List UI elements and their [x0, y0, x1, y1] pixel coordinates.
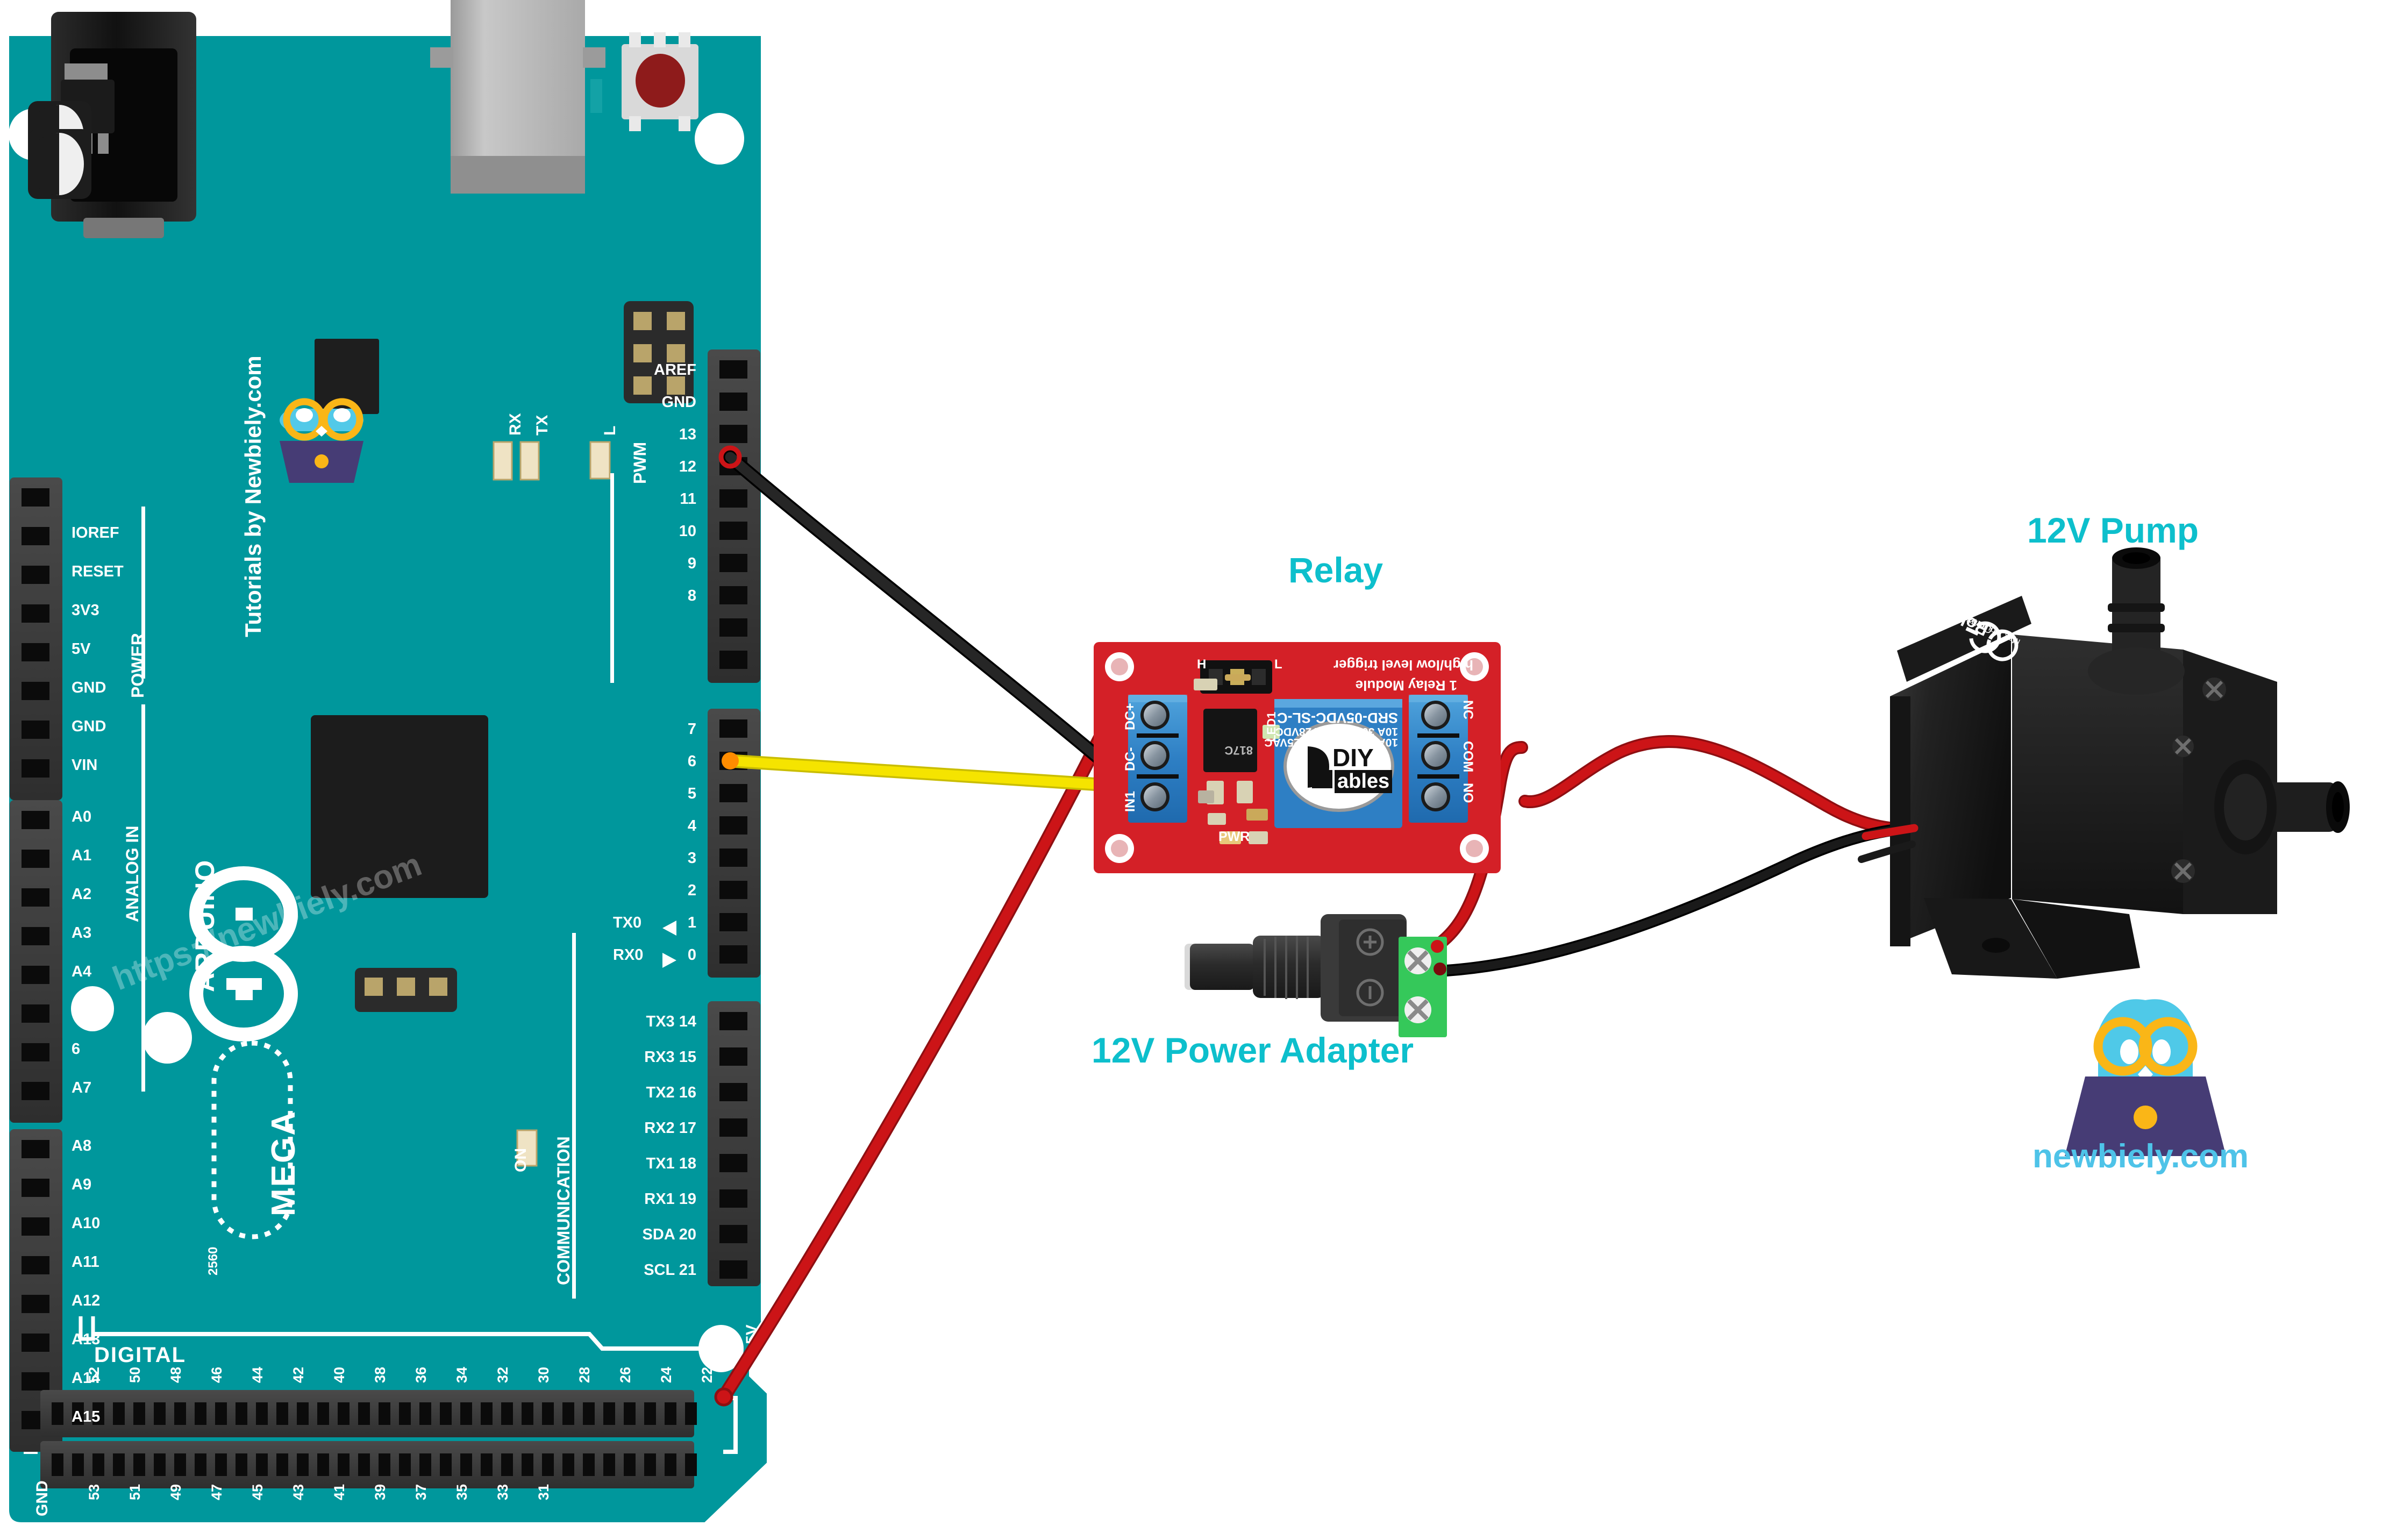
label-relay: Relay — [1288, 550, 1383, 590]
power-pin-label: GND — [72, 679, 106, 696]
comm-pin-label: TX1 18 — [646, 1155, 697, 1172]
digital-pin-label: 12 — [679, 458, 696, 475]
comm-pin-label: TX3 14 — [646, 1013, 697, 1030]
analog-pin-label: A9 — [72, 1176, 92, 1193]
digital-pin-label: 3 — [687, 850, 696, 867]
plus-symbol-icon — [1356, 928, 1384, 956]
digital-pin-label: 8 — [687, 587, 696, 604]
analog-pin-label: A4 — [72, 963, 92, 980]
comm-pin-label: RX3 15 — [644, 1049, 696, 1066]
relay-pwr-led-label: PWR — [1218, 829, 1250, 844]
serial-pin-1: 1 — [687, 914, 696, 931]
comm-pin-label: RX1 19 — [644, 1190, 696, 1208]
analog-pin-label: A10 — [72, 1215, 101, 1232]
power-pin-label: VIN — [72, 757, 98, 774]
comm-pin-label: SCL 21 — [644, 1261, 696, 1279]
digital-pin-label: 9 — [687, 555, 696, 572]
label-pump: 12V Pump — [2027, 510, 2199, 550]
analog-pin-label: 6 — [72, 1040, 81, 1058]
analog-pin-label: A12 — [72, 1292, 101, 1309]
wire-pin6-to-in1 — [725, 756, 1112, 790]
digital-pin-label: 6 — [687, 753, 696, 770]
comm-pin-label: RX2 17 — [644, 1120, 696, 1137]
analog-pin-label: A8 — [72, 1137, 92, 1154]
digital-pin-label: 10 — [679, 523, 696, 540]
analog-pin-label: A0 — [72, 808, 92, 825]
digital-pin-label: 2 — [687, 882, 696, 899]
analog-pin-label: A11 — [72, 1253, 99, 1271]
power-pin-label: RESET — [72, 563, 124, 580]
digital-pin-label: 4 — [687, 817, 696, 835]
analog-pin-label: A2 — [72, 886, 92, 903]
digital-pin-label: 7 — [687, 721, 696, 738]
arrow-right-icon — [662, 953, 676, 968]
relay-brand-bottom: ables — [1335, 770, 1393, 793]
wire-no-to-pump — [1520, 737, 1919, 834]
label-power-adapter: 12V Power Adapter — [1092, 1030, 1414, 1070]
analog-pin-label: A14 — [72, 1370, 101, 1387]
comm-pin-label: TX2 16 — [646, 1084, 697, 1101]
power-pin-label: GND — [72, 718, 106, 735]
relay-jumper-label-l: L — [1274, 657, 1282, 672]
analog-pin-label: A13 — [72, 1331, 101, 1348]
digital-pin-label: 13 — [679, 426, 696, 443]
serial-fn-rx0: RX0 — [613, 946, 644, 964]
wire-endpoint-5v — [714, 1387, 733, 1407]
analog-pin-label: A5 — [72, 1002, 92, 1019]
analog-pin-label: A1 — [72, 847, 92, 864]
analog-pin-label: A15 — [72, 1408, 101, 1425]
serial-fn-tx0: TX0 — [613, 914, 642, 931]
wire-5v-to-dcplus — [718, 728, 1108, 1402]
group-label-digital: DIGITAL — [94, 1343, 187, 1367]
relay-jumper-label-h: H — [1197, 657, 1207, 672]
digital-pin-label: AREF — [654, 361, 696, 379]
label-newbiely-site: newbiely.com — [2032, 1138, 2249, 1175]
power-pin-label: IOREF — [72, 524, 119, 541]
comm-pin-label: SDA 20 — [642, 1226, 696, 1243]
analog-pin-label: A7 — [72, 1079, 92, 1096]
relay-brand-top: DIY — [1332, 744, 1374, 772]
power-pin-label: 3V3 — [72, 602, 99, 619]
digital-pin-label: 5 — [687, 785, 696, 802]
analog-pin-label: A3 — [72, 924, 92, 942]
digital-pin-label: 11 — [680, 490, 696, 508]
wire-gnd-to-dcminus — [725, 452, 1114, 772]
wire-endpoint-gnd — [718, 445, 742, 469]
arrow-left-icon — [662, 921, 676, 936]
power-pin-label: 5V — [72, 640, 91, 658]
digital-pin-label: GND — [661, 394, 696, 411]
wire-endpoint-pin6 — [722, 752, 739, 769]
minus-symbol-icon — [1356, 979, 1384, 1007]
serial-pin-0: 0 — [687, 946, 696, 964]
